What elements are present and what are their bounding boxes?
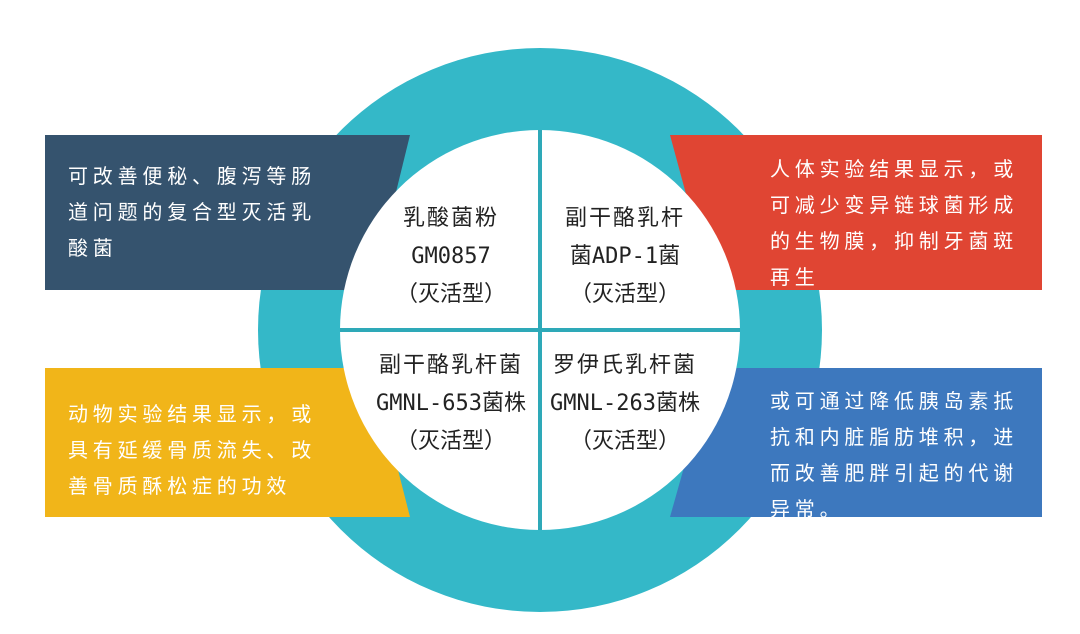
quadrant-top-right: 副干酪乳杆 菌ADP-1菌 （灭活型） <box>530 195 720 319</box>
quadrant-bottom-left: 副干酪乳杆菌 GMNL-653菌株 （灭活型） <box>356 342 546 466</box>
quadrant-bottom-left-code: GMNL-653菌株 <box>376 391 526 416</box>
quadrant-top-right-code: 菌ADP-1菌 <box>569 244 681 269</box>
box-top-right-text: 人体实验结果显示，或可减少变异链球菌形成的生物膜，抑制牙菌斑再生 <box>770 157 1018 289</box>
box-bottom-right-text: 或可通过降低胰岛素抵抗和内脏脂肪堆积，进而改善肥胖引起的代谢异常。 <box>770 389 1018 521</box>
box-top-left-text: 可改善便秘、腹泻等肠道问题的复合型灭活乳酸菌 <box>68 164 316 260</box>
quadrant-bottom-right-code: GMNL-263菌株 <box>550 391 700 416</box>
quadrant-top-left-code: GM0857 <box>411 244 491 269</box>
box-bottom-left-shape <box>45 368 410 517</box>
quadrant-bottom-left-type: （灭活型） <box>395 429 506 454</box>
box-top-right-shape <box>670 135 1042 290</box>
quadrant-top-left-type: （灭活型） <box>395 282 506 307</box>
quadrant-top-right-type: （灭活型） <box>569 282 680 307</box>
quadrant-bottom-right-type: （灭活型） <box>569 429 680 454</box>
quadrant-top-left: 乳酸菌粉 GM0857 （灭活型） <box>356 195 546 319</box>
quadrant-top-right-name: 副干酪乳杆 <box>564 206 685 231</box>
quadrant-bottom-left-name: 副干酪乳杆菌 <box>378 353 523 378</box>
box-top-left-shape <box>45 135 410 290</box>
box-bottom-right-shape <box>670 368 1042 517</box>
quadrant-bottom-right-name: 罗伊氏乳杆菌 <box>552 353 697 378</box>
box-bottom-left-text: 动物实验结果显示，或具有延缓骨质流失、改善骨质酥松症的功效 <box>68 402 316 498</box>
quadrant-bottom-right: 罗伊氏乳杆菌 GMNL-263菌株 （灭活型） <box>530 342 720 466</box>
quadrant-top-left-name: 乳酸菌粉 <box>402 206 499 231</box>
